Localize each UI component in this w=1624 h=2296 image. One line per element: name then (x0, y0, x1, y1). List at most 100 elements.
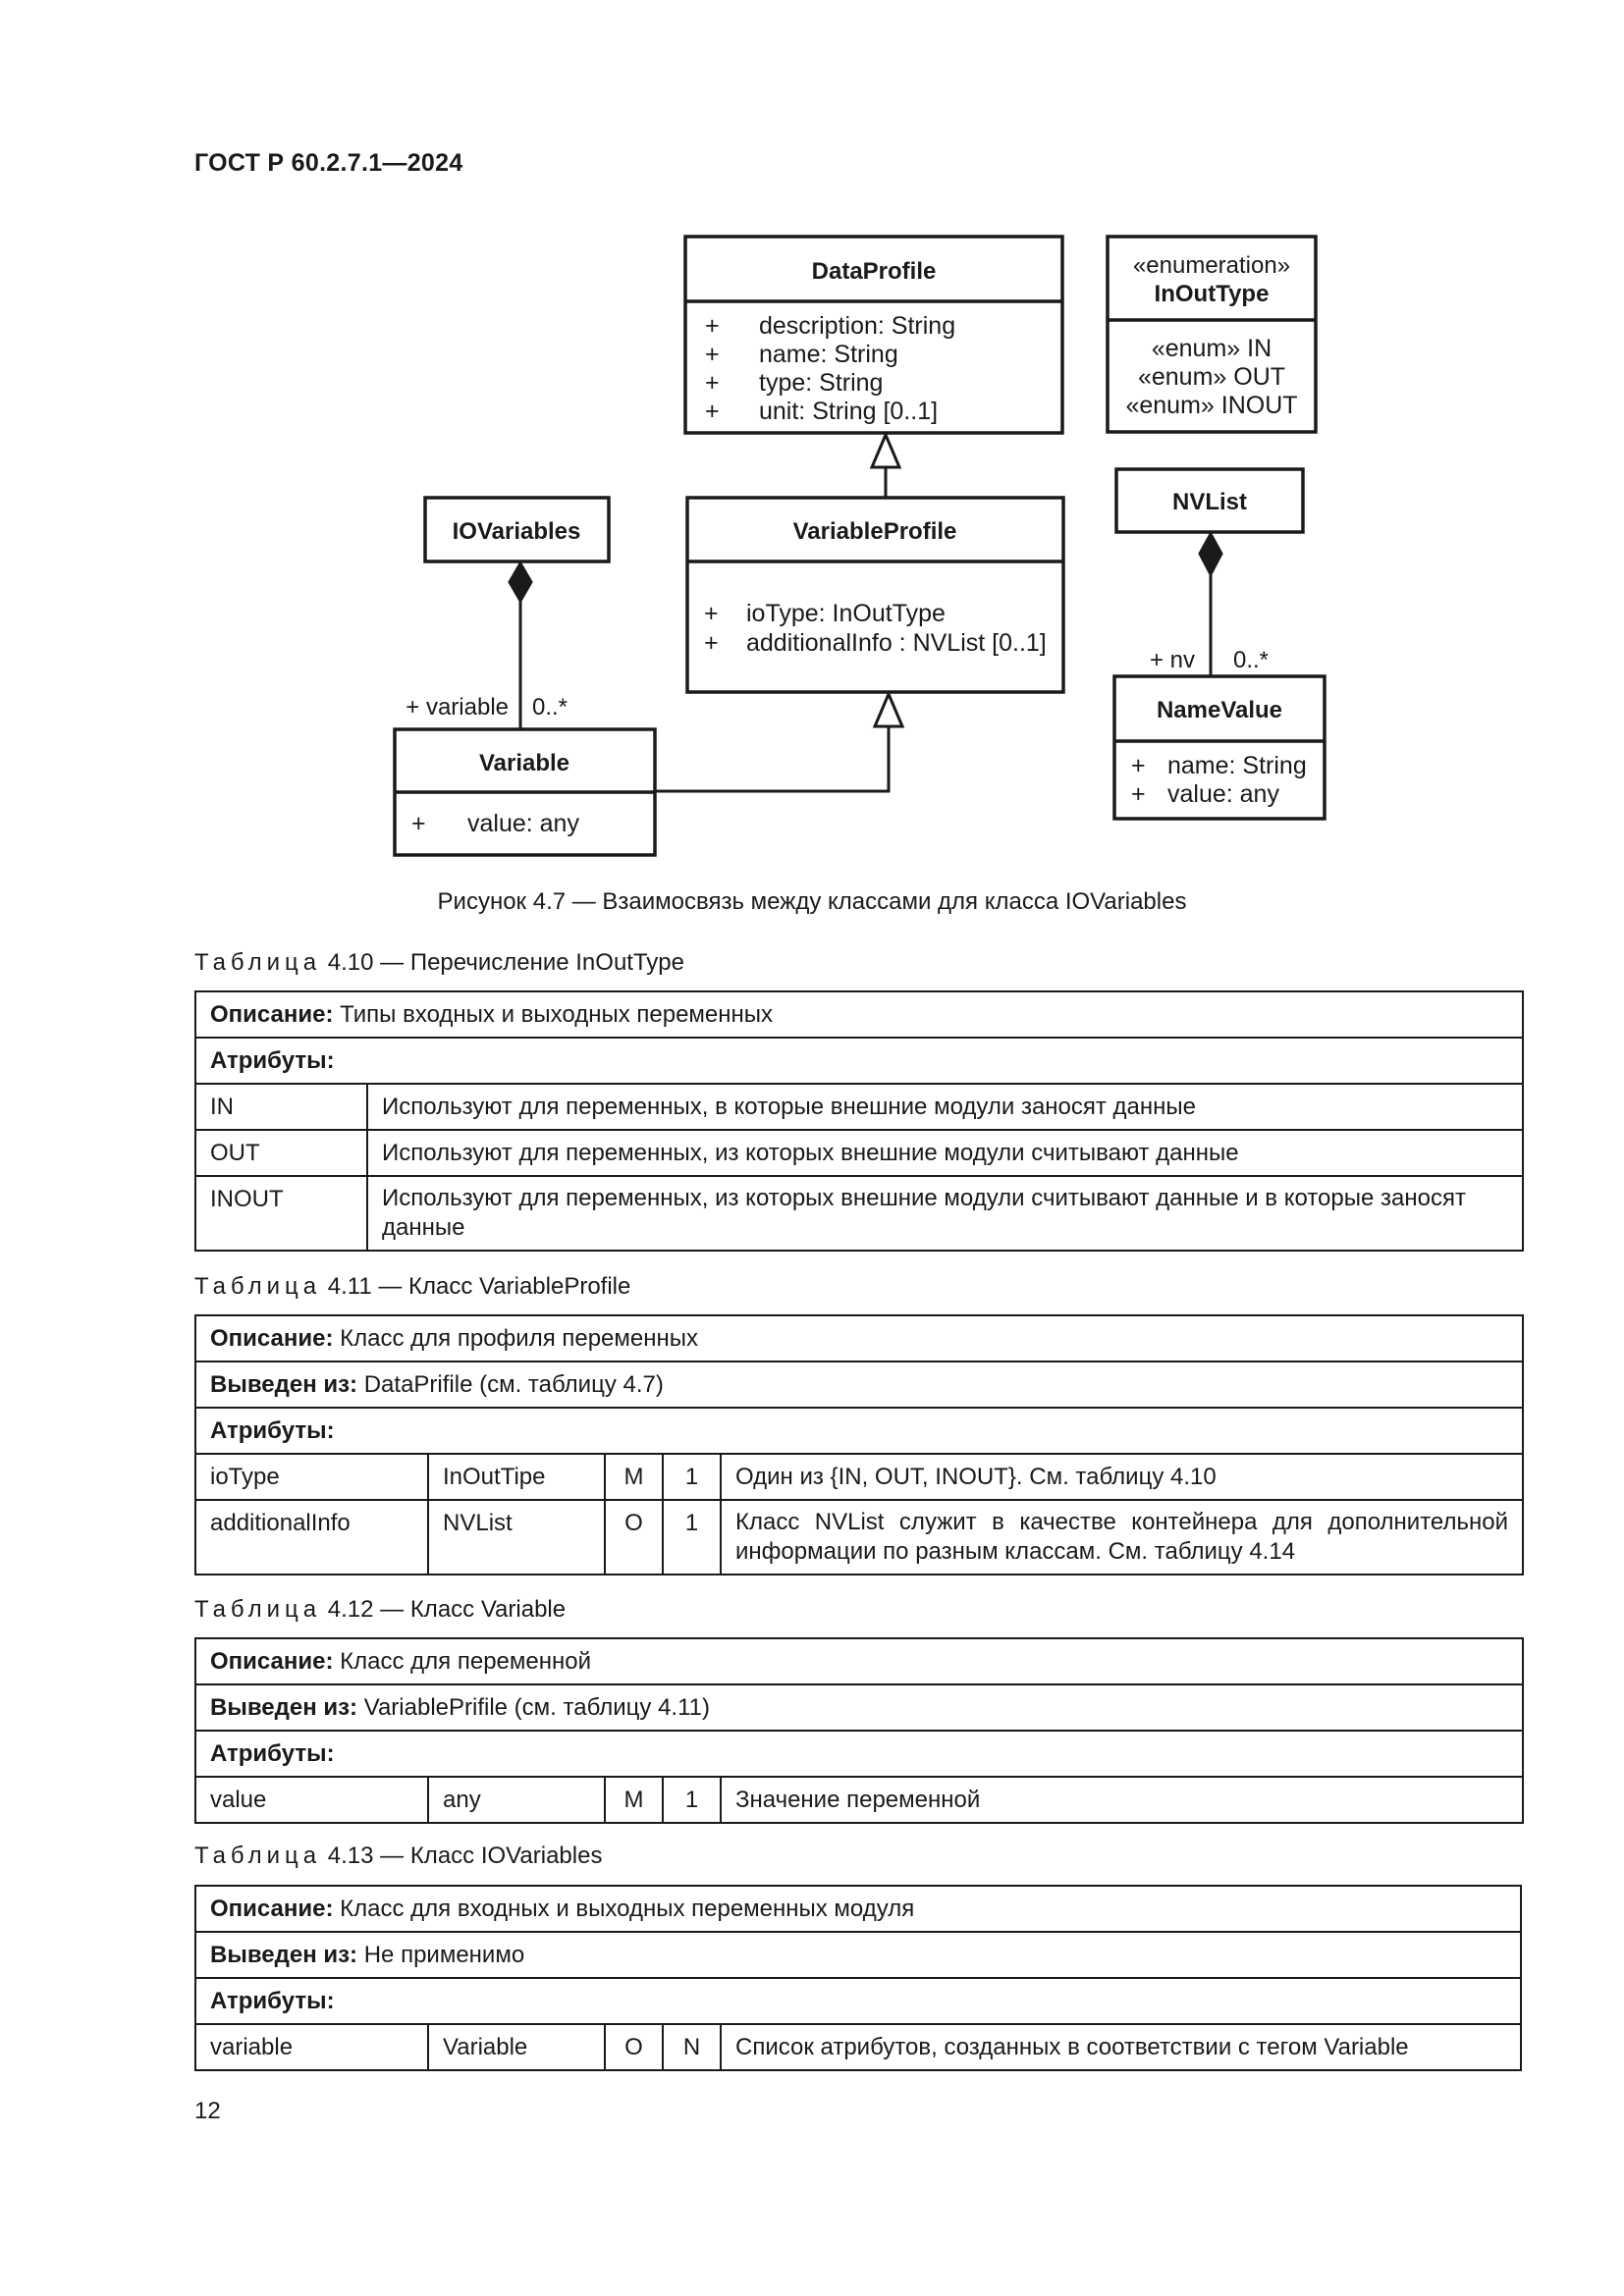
table-row: Атрибуты: (194, 1977, 1522, 2025)
cell-name: additionalInfo (194, 1499, 429, 1575)
composition-iovariables-variable (508, 561, 533, 729)
cell-name: value (194, 1776, 429, 1824)
variable-class-name: Variable (479, 750, 569, 776)
inouttype-literal: «enum» INOUT (1125, 392, 1297, 419)
dataprofile-class-name: DataProfile (812, 258, 937, 285)
dataprofile-attr: type: String (759, 369, 883, 397)
table-label: Таблица (194, 1842, 322, 1869)
derived-label: Выведен из: (210, 1371, 358, 1398)
description-label: Описание: (210, 1648, 334, 1675)
table-row: Атрибуты: (194, 1730, 1524, 1778)
cell-type: NVList (427, 1499, 606, 1575)
namevalue-attr-vis: + (1131, 780, 1146, 808)
table-row: Атрибуты: (194, 1407, 1524, 1455)
table-row: Описание: Класс для входных и выходных п… (194, 1885, 1522, 1933)
cell-text: Используют для переменных, из которых вн… (366, 1129, 1524, 1177)
cell-name: IN (194, 1083, 368, 1131)
description-value: Класс для входных и выходных переменных … (340, 1896, 915, 1922)
attributes-label: Атрибуты: (194, 1977, 1522, 2025)
cell-type: Variable (427, 2023, 606, 2071)
table-row: INOUT Используют для переменных, из кото… (194, 1175, 1524, 1252)
description-value: Класс для профиля переменных (340, 1325, 698, 1352)
inouttype-stereotype: «enumeration» (1133, 252, 1290, 279)
inouttype-literal: «enum» OUT (1138, 363, 1285, 391)
namevalue-attr: value: any (1167, 780, 1279, 808)
cell-text: Используют для переменных, из которых вн… (366, 1175, 1524, 1252)
table-title: Таблица 4.12 — Класс Variable (194, 1596, 566, 1624)
assoc-variable-multiplicity: 0..* (532, 694, 568, 721)
attributes-label: Атрибуты: (194, 1407, 1524, 1455)
cell-requirement: O (604, 2023, 664, 2071)
generalization-arrow-dataprofile (869, 431, 902, 498)
generalization-arrow-variableprofile (655, 690, 905, 793)
variableprofile-class-name: VariableProfile (793, 518, 957, 545)
composition-nvlist-namevalue (1198, 530, 1223, 676)
cell-name: OUT (194, 1129, 368, 1177)
table-row: Атрибуты: (194, 1037, 1524, 1085)
variableprofile-attr: additionalInfo : NVList [0..1] (746, 629, 1047, 657)
table-row: additionalInfo NVList O 1 Класс NVList с… (194, 1499, 1524, 1575)
cell-multiplicity: 1 (662, 1776, 722, 1824)
dataprofile-attr: description: String (759, 312, 955, 340)
table-row: Выведен из: DataPrifile (см. таблицу 4.7… (194, 1361, 1524, 1409)
figure-caption: Рисунок 4.7 — Взаимосвязь между классами… (437, 888, 1187, 915)
table-title: Таблица 4.11 — Класс VariableProfile (194, 1273, 630, 1301)
dataprofile-attr-vis: + (705, 398, 720, 425)
variable-attr: value: any (467, 810, 579, 837)
cell-text: Один из {IN, OUT, INOUT}. См. таблицу 4.… (720, 1453, 1524, 1501)
nvlist-class-box (1114, 467, 1305, 534)
inouttype-literal: «enum» IN (1152, 335, 1272, 362)
derived-value: DataPrifile (см. таблицу 4.7) (363, 1371, 664, 1398)
iovariables-class-box (423, 496, 611, 563)
inouttype-enum-box (1106, 235, 1318, 434)
cell-requirement: M (604, 1776, 664, 1824)
table-row: Описание: Класс для переменной (194, 1637, 1524, 1685)
derived-label: Выведен из: (210, 1694, 358, 1721)
dataprofile-class-box (683, 235, 1064, 435)
cell-requirement: O (604, 1499, 664, 1575)
cell-requirement: M (604, 1453, 664, 1501)
table-inouttype: Описание: Типы входных и выходных переме… (194, 990, 1524, 1252)
cell-text: Используют для переменных, в которые вне… (366, 1083, 1524, 1131)
table-row: variable Variable O N Список атрибутов, … (194, 2023, 1522, 2071)
table-label: Таблица (194, 949, 322, 976)
table-row: ioType InOutTipe M 1 Один из {IN, OUT, I… (194, 1453, 1524, 1501)
cell-multiplicity: 1 (662, 1499, 722, 1575)
dataprofile-attr-vis: + (705, 341, 720, 368)
cell-text: Список атрибутов, созданных в соответств… (720, 2023, 1522, 2071)
table-title-text: 4.11 — Класс VariableProfile (327, 1273, 631, 1300)
dataprofile-attr-vis: + (705, 312, 720, 340)
namevalue-class-box (1112, 674, 1326, 821)
table-row: OUT Используют для переменных, из которы… (194, 1129, 1524, 1177)
inouttype-name: InOutType (1155, 281, 1270, 307)
derived-value: Не применимо (363, 1942, 525, 1968)
table-row: Описание: Типы входных и выходных переме… (194, 990, 1524, 1039)
table-title: Таблица 4.10 — Перечисление InOutType (194, 949, 684, 977)
dataprofile-attr: name: String (759, 341, 898, 368)
assoc-nv-role: + nv (1150, 647, 1195, 673)
namevalue-attr-vis: + (1131, 752, 1146, 779)
table-title-text: 4.13 — Класс IOVariables (327, 1842, 603, 1869)
derived-value: VariablePrifile (см. таблицу 4.11) (363, 1694, 710, 1721)
dataprofile-attr: unit: String [0..1] (759, 398, 938, 425)
variableprofile-attr-vis: + (704, 600, 719, 627)
table-label: Таблица (194, 1596, 322, 1623)
cell-text: Класс NVList служит в качестве контейнер… (720, 1499, 1524, 1575)
cell-multiplicity: N (662, 2023, 722, 2071)
table-title: Таблица 4.13 — Класс IOVariables (194, 1842, 602, 1870)
table-label: Таблица (194, 1273, 322, 1300)
description-label: Описание: (210, 1325, 334, 1352)
cell-type: any (427, 1776, 606, 1824)
table-row: Выведен из: VariablePrifile (см. таблицу… (194, 1683, 1524, 1732)
document-header: ГОСТ Р 60.2.7.1—2024 (194, 149, 463, 177)
iovariables-class-name: IOVariables (453, 518, 581, 545)
table-variableprofile: Описание: Класс для профиля переменных В… (194, 1314, 1524, 1575)
table-row: Описание: Класс для профиля переменных (194, 1314, 1524, 1362)
table-variable: Описание: Класс для переменной Выведен и… (194, 1637, 1524, 1824)
dataprofile-attr-vis: + (705, 369, 720, 397)
nvlist-class-name: NVList (1172, 489, 1247, 515)
variable-attr-vis: + (411, 810, 426, 837)
cell-name: INOUT (194, 1175, 368, 1252)
variableprofile-attr: ioType: InOutType (746, 600, 946, 627)
table-row: value any M 1 Значение переменной (194, 1776, 1524, 1824)
